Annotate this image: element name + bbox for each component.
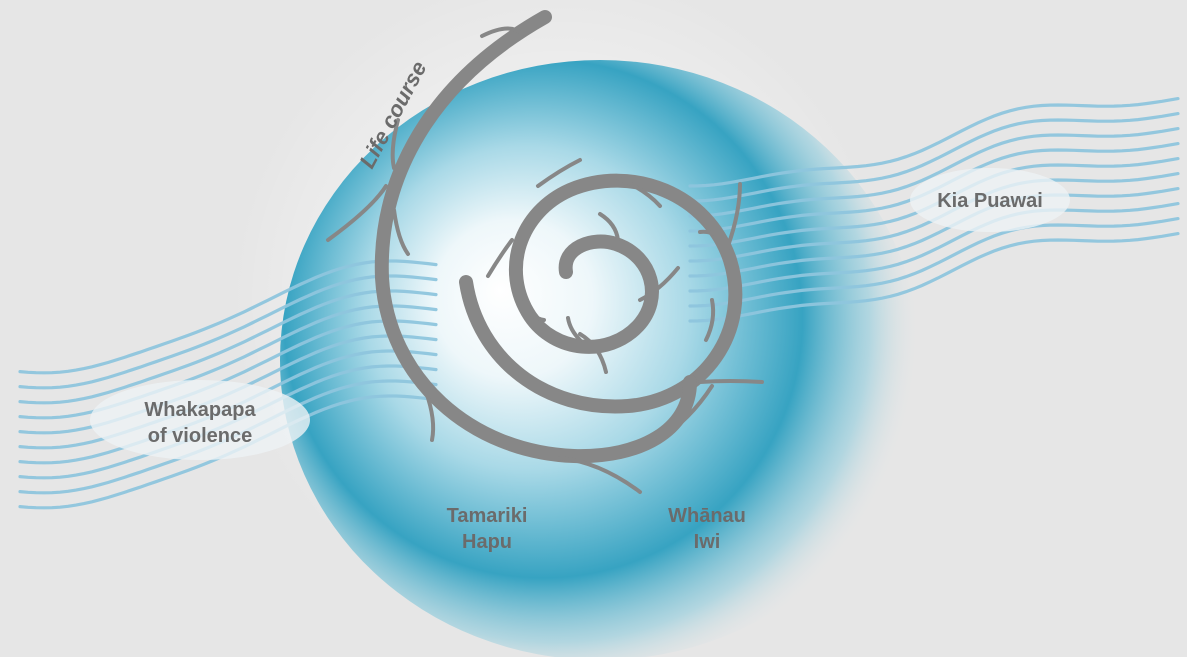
whakapapa-label-line2: of violence <box>148 425 252 447</box>
hapu-label: Hapu <box>462 531 512 553</box>
iwi-label: Iwi <box>694 531 721 553</box>
whanau-label: Whānau <box>668 505 746 527</box>
spiral-barb <box>700 381 762 382</box>
whakapapa-label-line1: Whakapapa <box>144 399 256 421</box>
tamariki-label: Tamariki <box>447 505 528 527</box>
kia-puawai-label: Kia Puawai <box>937 190 1043 212</box>
